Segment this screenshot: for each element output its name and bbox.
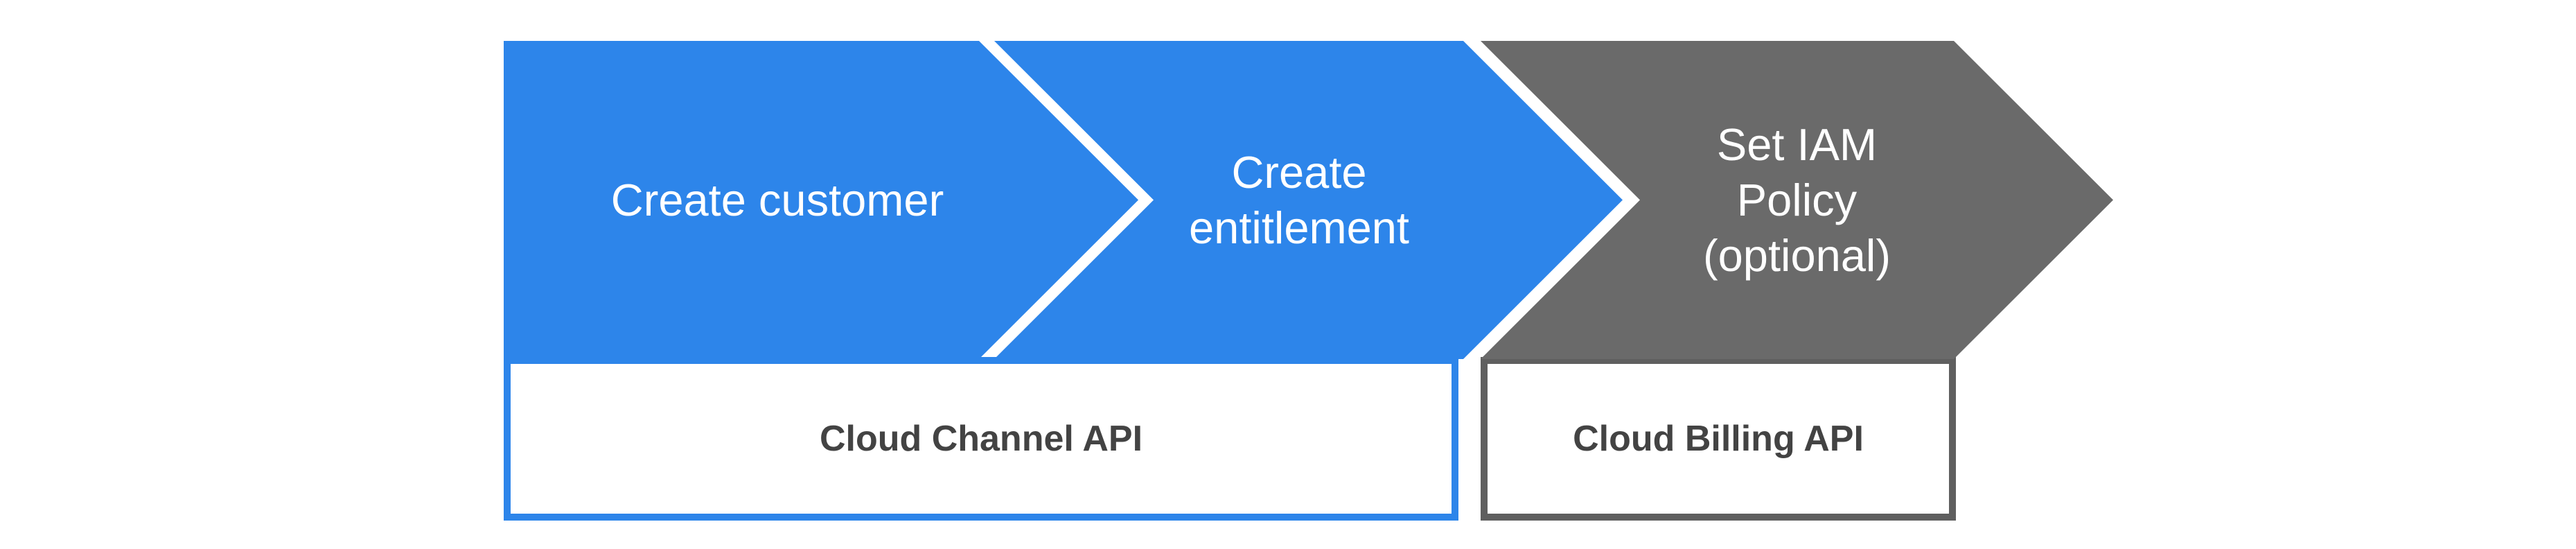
cloud-billing-api-box [1481,357,1956,521]
step-arrow-create-entitlement [994,41,1623,359]
step-arrow-create-customer [504,41,1138,359]
step-arrow-set-iam-policy [1481,41,2113,359]
cloud-channel-api-box [504,357,1458,521]
